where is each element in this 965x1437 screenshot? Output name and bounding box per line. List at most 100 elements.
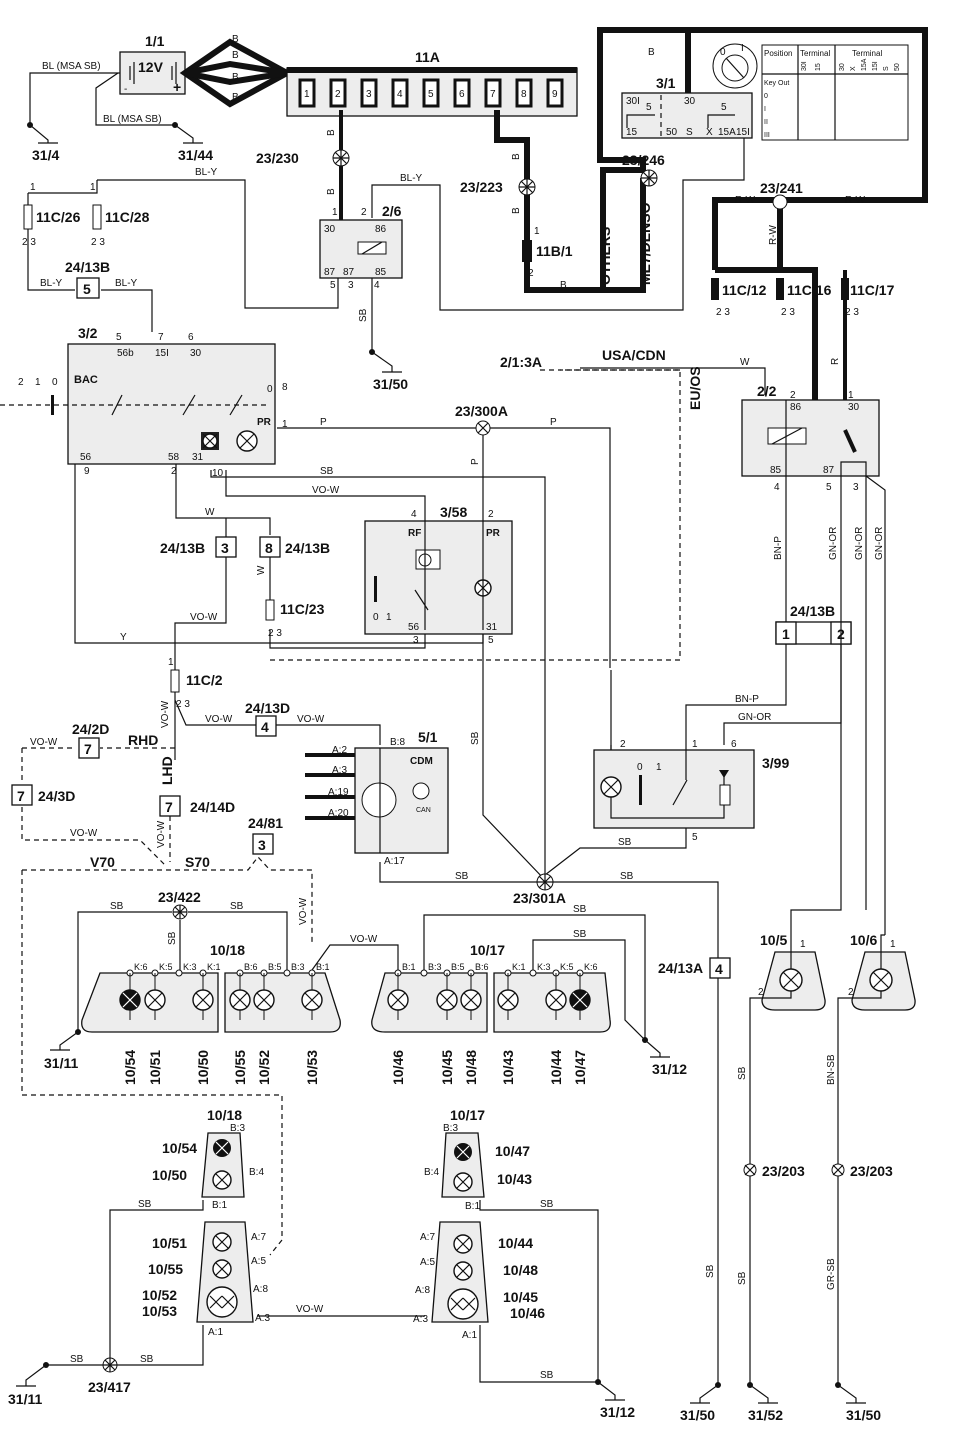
svg-text:SB: SB (358, 308, 369, 322)
svg-text:3/99: 3/99 (762, 755, 789, 771)
svg-text:10/48: 10/48 (503, 1262, 538, 1278)
bulb-label: 10/53 (304, 1050, 320, 1085)
svg-text:10/45: 10/45 (503, 1289, 538, 1305)
svg-text:A:20: A:20 (328, 808, 349, 819)
svg-text:SB: SB (167, 931, 178, 945)
svg-text:2/1:3A: 2/1:3A (500, 354, 542, 370)
bulb-label: 10/51 (147, 1050, 163, 1085)
svg-text:B: B (232, 34, 239, 45)
svg-text:1: 1 (782, 626, 790, 642)
svg-text:2: 2 (18, 377, 24, 388)
svg-text:2: 2 (171, 466, 177, 477)
pin-label: B:1 (316, 962, 330, 972)
pin-label: B:6 (475, 962, 489, 972)
svg-text:50: 50 (666, 127, 678, 138)
svg-text:11C/2: 11C/2 (186, 672, 223, 688)
svg-text:BN-P: BN-P (735, 694, 759, 705)
svg-text:30: 30 (190, 348, 202, 359)
ignition-switch-3-1: 3/1 30I 5 30 5 15 50 S X 15A 15I (621, 30, 753, 139)
svg-text:A:8: A:8 (415, 1285, 430, 1296)
svg-text:VO-W: VO-W (160, 700, 171, 728)
svg-text:31: 31 (486, 622, 498, 633)
svg-text:3: 3 (413, 635, 419, 646)
position-row-label: Key Out (764, 80, 789, 87)
svg-text:0: 0 (637, 762, 643, 773)
svg-text:2 3: 2 3 (845, 307, 859, 318)
svg-text:PR: PR (486, 528, 501, 539)
svg-text:A:5: A:5 (420, 1257, 435, 1268)
position-row-label: II (764, 119, 768, 126)
svg-text:10/46: 10/46 (510, 1305, 545, 1321)
svg-text:23/230: 23/230 (256, 150, 299, 166)
svg-text:SB: SB (618, 837, 632, 848)
svg-text:A:8: A:8 (253, 1284, 268, 1295)
svg-text:1: 1 (90, 182, 96, 193)
svg-text:24/13B: 24/13B (790, 603, 835, 619)
bulb-label: 10/48 (463, 1050, 479, 1085)
svg-text:B: B (511, 207, 522, 214)
svg-text:GN-OR: GN-OR (738, 712, 771, 723)
svg-text:V70: V70 (90, 854, 115, 870)
fuse-number: 3 (366, 89, 372, 100)
battery-1-1: 1/1 12V - + (119, 33, 186, 95)
lamp-10-6: 10/6 1 2 (848, 932, 916, 1011)
svg-text:11B/1: 11B/1 (536, 243, 573, 259)
svg-text:2: 2 (528, 268, 534, 279)
svg-text:SB: SB (70, 1354, 84, 1365)
svg-text:58: 58 (168, 452, 180, 463)
bulb-label: 10/55 (232, 1050, 248, 1085)
svg-text:A:2: A:2 (332, 745, 347, 756)
fuse-11a-5: 5 (422, 78, 440, 108)
svg-text:A:3: A:3 (413, 1314, 428, 1325)
svg-text:23/417: 23/417 (88, 1379, 131, 1395)
fuse-11c-16: 11C/162 3 (776, 278, 832, 318)
connector-24-13b-pair: 1 2 24/13A 24/13B (775, 603, 852, 645)
svg-text:31/12: 31/12 (652, 1061, 687, 1077)
svg-text:4: 4 (374, 280, 380, 291)
svg-text:B:3: B:3 (443, 1123, 458, 1134)
svg-text:A:17: A:17 (384, 856, 405, 867)
svg-text:11C/12: 11C/12 (722, 282, 767, 298)
svg-text:SB: SB (705, 1264, 716, 1278)
terminal-header: 30 (839, 63, 846, 71)
svg-text:SB: SB (540, 1370, 554, 1381)
svg-text:11C/17: 11C/17 (850, 282, 895, 298)
svg-text:SB: SB (573, 929, 587, 940)
bulb-label: 10/54 (122, 1050, 138, 1085)
pin-label: K:5 (159, 962, 173, 972)
svg-text:1: 1 (534, 226, 540, 237)
battery-voltage: 12V (138, 59, 164, 75)
svg-text:30: 30 (324, 224, 336, 235)
svg-text:1: 1 (168, 657, 174, 668)
svg-text:6: 6 (731, 739, 737, 750)
battery-id: 1/1 (145, 33, 165, 49)
svg-text:86: 86 (790, 402, 802, 413)
svg-text:1: 1 (386, 612, 392, 623)
svg-text:2: 2 (848, 987, 854, 998)
terminal-header: X (850, 66, 857, 71)
svg-text:24/13A: 24/13A (658, 960, 703, 976)
svg-text:7: 7 (165, 799, 173, 815)
svg-text:EU/OS: EU/OS (687, 366, 703, 410)
connector-24-13b-8: 8 24/13B (259, 536, 330, 558)
svg-text:ME7/DENSO: ME7/DENSO (637, 202, 653, 285)
svg-text:10/17: 10/17 (470, 942, 505, 958)
svg-text:10/17: 10/17 (450, 1107, 485, 1123)
svg-text:SB: SB (540, 1199, 554, 1210)
connector-24-13b-3: 3 24/13B (160, 536, 237, 558)
fuse-11a-3: 3 (360, 78, 378, 108)
connector-24-14d-7: 7 24/14D (159, 795, 235, 817)
svg-text:SB: SB (620, 871, 634, 882)
connector-24-13d-4: 4 24/13D (245, 700, 290, 737)
svg-text:SB: SB (455, 871, 469, 882)
pin-label: B:3 (428, 962, 442, 972)
fuse-number: 9 (552, 89, 558, 100)
svg-text:R: R (830, 358, 841, 365)
svg-text:SB: SB (140, 1354, 154, 1365)
svg-text:GN-OR: GN-OR (854, 527, 865, 560)
svg-text:24/81: 24/81 (248, 815, 283, 831)
pin (175, 969, 183, 977)
svg-text:BN-P: BN-P (773, 536, 784, 560)
svg-text:B: B (648, 47, 655, 58)
svg-text:87: 87 (343, 267, 355, 278)
